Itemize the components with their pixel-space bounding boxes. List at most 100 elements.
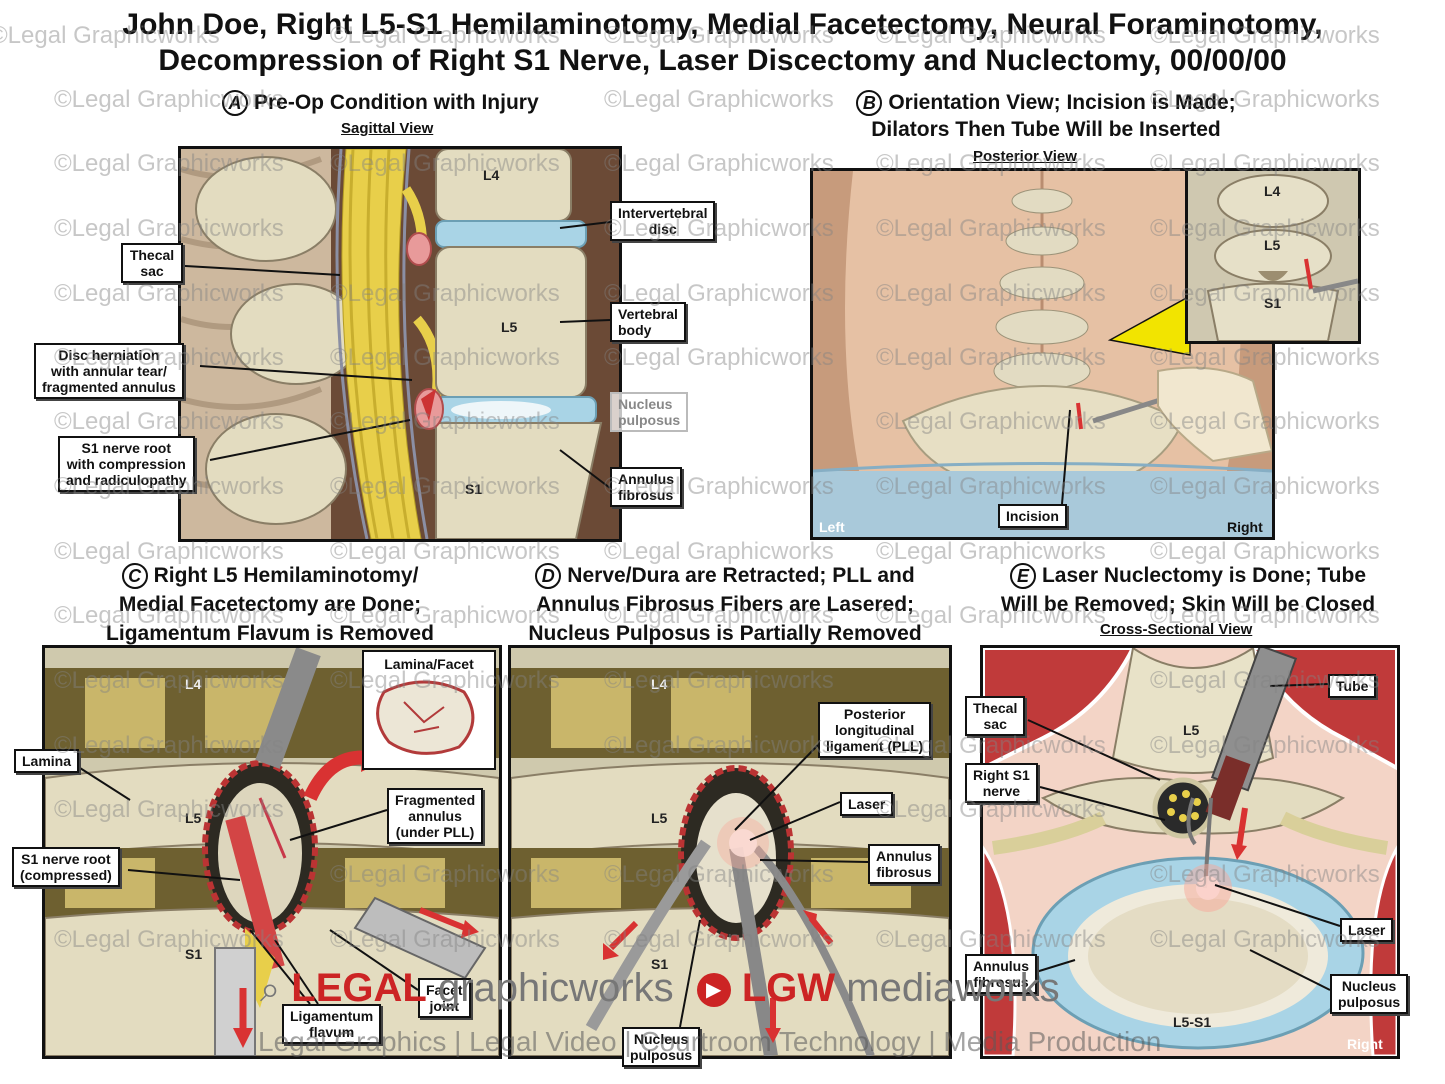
- a-label-disc-line-1: Intervertebral: [618, 205, 708, 221]
- c-label-flavum-line-1: Ligamentum: [290, 1008, 374, 1024]
- panel-b-letter: B: [856, 90, 883, 116]
- c-label-frag-line-3: (under PLL): [395, 824, 475, 840]
- a-label-nucleus-line-1: Nucleus: [618, 396, 673, 412]
- panel-d-heading-text-1: Nerve/Dura are Retracted; PLL and: [567, 564, 915, 587]
- a-label-disc-line-2: disc: [648, 221, 677, 237]
- c-label-facet-line-2: joint: [429, 998, 460, 1014]
- sagittal-spine-artwork: [181, 149, 619, 539]
- e-label-thecal-line-2: sac: [983, 716, 1007, 732]
- e-label-nucleus-line-2: pulposus: [1338, 994, 1401, 1010]
- panel-a-letter: A: [222, 90, 248, 116]
- a-label-annulus-line-1: Annulus: [618, 471, 674, 487]
- panel-c-heading-line-2: Medial Facetectomy are Done;: [118, 593, 422, 616]
- e-label-thecal-sac: Thecal sac: [965, 696, 1026, 736]
- d-label-pll-line-1: Posterior: [843, 706, 906, 722]
- panel-a-sagittal-illustration: L4 L5 S1: [178, 146, 622, 542]
- brand-logo: ⌕ LEGAL graphicworks ▶ LGW mediaworks: [260, 966, 1060, 1011]
- panel-c-heading-line-3: Ligamentum Flavum is Removed: [106, 622, 434, 645]
- panel-d-letter: D: [535, 563, 562, 589]
- e-label-annulus-fibrosus: Annulus fibrosus: [965, 954, 1037, 994]
- brand-lgw: LGW: [741, 966, 836, 1010]
- b-left-label: Left: [819, 519, 845, 535]
- panel-b-inset-illustration: L4 L5 S1: [1185, 168, 1361, 344]
- d-label-annulus-line-1: Annulus: [876, 848, 932, 864]
- d-label-nucleus-line-1: Nucleus: [633, 1031, 689, 1047]
- panel-e-heading-line-2: Will be Removed; Skin Will be Closed: [1000, 593, 1376, 616]
- b-label-incision: Incision: [998, 504, 1067, 528]
- c-label-lamina: Lamina: [14, 749, 80, 773]
- a-label-s1-line-1: S1 nerve root: [81, 440, 172, 456]
- d-label-laser: Laser: [840, 792, 894, 816]
- c-label-s1-line-1: S1 nerve root: [21, 851, 111, 867]
- e-label-thecal-line-1: Thecal: [973, 700, 1018, 716]
- brand-mediaworks: mediaworks: [835, 966, 1060, 1010]
- c-label-frag-line-1: Fragmented: [395, 792, 476, 808]
- a-label-annulus-line-2: fibrosus: [618, 487, 674, 503]
- a-label-s1-line-3: and radiculopathy: [66, 472, 187, 488]
- brand-tagline: Legal Graphics | Legal Video | Courtroom…: [258, 1026, 1162, 1057]
- a-label-nucleus-pulposus: Nucleus pulposus: [610, 392, 689, 432]
- d-label-annulus-fibrosus: Annulus fibrosus: [868, 844, 940, 884]
- e-label-laser: Laser: [1340, 918, 1394, 942]
- a-vertebra-s1: S1: [465, 481, 483, 497]
- e-disc-l5-s1: L5-S1: [1173, 1014, 1212, 1030]
- b-inset-vertebra-l5: L5: [1264, 237, 1281, 253]
- c-label-facet-joint: Facet joint: [418, 978, 471, 1018]
- panel-b-heading-line-2: Dilators Then Tube Will be Inserted: [871, 118, 1221, 141]
- panel-e-heading-text-1: Laser Nuclectomy is Done; Tube: [1041, 564, 1367, 587]
- b-right-label: Right: [1227, 519, 1263, 535]
- c-label-facet-line-1: Facet: [426, 982, 463, 998]
- a-vertebra-l5: L5: [501, 319, 518, 335]
- a-label-s1-line-2: with compression: [66, 456, 186, 472]
- d-vertebra-l5: L5: [651, 810, 668, 826]
- c-vertebra-s1: S1: [185, 946, 203, 962]
- b-inset-vertebra-s1: S1: [1264, 295, 1282, 311]
- b-inset-vertebra-l4: L4: [1264, 183, 1281, 199]
- e-label-annulus-line-2: fibrosus: [973, 974, 1029, 990]
- magnifier-icon: ⌕: [260, 968, 281, 1009]
- brand-graphicworks: graphicworks: [426, 966, 674, 1010]
- d-vertebra-l4: L4: [651, 676, 668, 692]
- e-label-s1-line-1: Right S1: [973, 767, 1030, 783]
- e-label-s1-line-2: nerve: [982, 783, 1021, 799]
- a-label-nucleus-line-2: pulposus: [618, 412, 681, 428]
- a-label-disc-herniation-line-1: Disc herniation: [58, 347, 160, 363]
- play-icon: ▶: [696, 973, 731, 1008]
- c-label-s1-line-2: (compressed): [20, 867, 112, 883]
- panel-c-heading-text-1: Right L5 Hemilaminotomy/: [153, 564, 419, 587]
- a-vertebra-l4: L4: [483, 167, 500, 183]
- brand-legal: LEGAL: [291, 966, 427, 1010]
- c-label-frag-line-2: annulus: [408, 808, 462, 824]
- panel-b-heading-text-1: Orientation View; Incision is Made;: [888, 91, 1236, 114]
- page-title-line-1: John Doe, Right L5-S1 Hemilaminotomy, Me…: [122, 8, 1323, 41]
- a-label-s1-nerve-root: S1 nerve root with compression and radic…: [58, 436, 195, 492]
- e-label-nucleus-line-1: Nucleus: [1341, 978, 1397, 994]
- d-label-annulus-line-2: fibrosus: [876, 864, 932, 880]
- c-label-fragmented-annulus: Fragmented annulus (under PLL): [387, 788, 484, 844]
- a-label-intervertebral-disc: Intervertebral disc: [610, 201, 716, 241]
- watermark: ©Legal Graphicworks: [604, 150, 834, 177]
- panel-d-heading-line-2: Annulus Fibrosus Fibers are Lasered;: [535, 593, 915, 616]
- panel-c-letter: C: [121, 563, 148, 589]
- panel-b-view-label: Posterior View: [973, 148, 1077, 165]
- panel-a-view-label: Sagittal View: [341, 120, 434, 137]
- d-label-posterior-longitudinal-ligament: Posterior longitudinal ligament (PLL): [818, 702, 932, 758]
- a-label-disc-herniation: Disc herniation with annular tear/ fragm…: [34, 343, 184, 399]
- a-label-body-line-1: Vertebral: [618, 306, 678, 322]
- c-label-s1-nerve-root: S1 nerve root (compressed): [12, 847, 120, 887]
- a-label-body-line-2: body: [618, 322, 652, 338]
- c-vertebra-l5: L5: [185, 810, 202, 826]
- a-label-annulus-fibrosus: Annulus fibrosus: [610, 467, 682, 507]
- panel-e-view-label: Cross-Sectional View: [1100, 621, 1253, 638]
- a-label-thecal-sac: Thecal sac: [121, 243, 183, 283]
- page-title-line-2: Decompression of Right S1 Nerve, Laser D…: [158, 44, 1287, 77]
- e-vertebra-l5: L5: [1183, 722, 1200, 738]
- inset-spine-artwork: [1188, 171, 1358, 341]
